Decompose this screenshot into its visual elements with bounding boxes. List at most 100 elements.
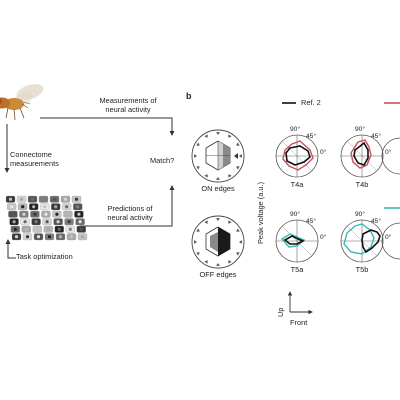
dial-tick xyxy=(228,174,232,178)
grid-cell xyxy=(7,203,17,211)
grid-cell xyxy=(53,218,63,226)
t4a-angle-45: 45° xyxy=(306,133,316,140)
network-activity-grid xyxy=(5,195,88,241)
grid-cell xyxy=(29,203,39,211)
dial-tick xyxy=(228,260,232,264)
grid-cell xyxy=(54,225,64,233)
grid-cell xyxy=(73,203,83,211)
t5a-angle-45: 45° xyxy=(306,218,316,225)
measurements-arrow xyxy=(40,117,175,136)
cell-label-t5a: T5a xyxy=(290,265,304,274)
polar-plot-t4b xyxy=(340,134,384,178)
grid-cell xyxy=(32,225,42,233)
legend-ref-label: Ref. 2 xyxy=(301,98,321,107)
grid-cell xyxy=(49,195,60,203)
stimulus-dial-on xyxy=(191,129,245,183)
task-optimization-label: Task optimization xyxy=(16,252,73,261)
grid-cell xyxy=(64,218,74,226)
t4a-angle-0: 0° xyxy=(320,149,327,156)
dial-tick xyxy=(236,142,240,146)
grid-cell xyxy=(65,225,75,233)
grid-cell xyxy=(41,210,51,218)
t5b-angle-45: 45° xyxy=(371,218,381,225)
measurements-label: Measurements of neural activity xyxy=(99,96,157,114)
t4b-angle-45: 45° xyxy=(371,133,381,140)
grid-cell xyxy=(76,225,86,233)
dial-tick xyxy=(216,177,220,180)
predictions-arrow xyxy=(80,185,175,227)
dial-tick xyxy=(196,252,200,256)
grid-cell xyxy=(75,218,85,226)
cell-label-t4a: T4a xyxy=(290,180,304,189)
t5b-angle-0: 0° xyxy=(385,234,392,241)
on-edges-label: ON edges xyxy=(201,184,235,193)
grid-cell xyxy=(63,210,73,218)
dial-tick xyxy=(216,218,220,221)
t5a-ref-trace xyxy=(283,235,305,245)
dial-tick xyxy=(196,228,200,232)
t5a-angle-0: 0° xyxy=(320,234,327,241)
t4a-ref-trace xyxy=(285,145,311,166)
legend xyxy=(282,102,400,209)
t4b-ref-trace xyxy=(353,141,369,166)
grid-cell xyxy=(71,195,82,203)
dial-tick xyxy=(239,154,242,158)
dial-tick xyxy=(196,166,200,170)
grid-cell xyxy=(11,233,22,241)
task-optimization-arrow xyxy=(5,239,16,259)
orientation-up-label: Up xyxy=(276,307,285,317)
t5b-model-trace xyxy=(343,223,375,255)
fly-illustration xyxy=(0,84,44,121)
grid-cell xyxy=(52,210,62,218)
grid-cell xyxy=(22,233,33,241)
dial-tick xyxy=(204,220,208,224)
t4b-angle-90: 90° xyxy=(355,126,365,133)
dial-tick xyxy=(204,260,208,264)
grid-cell xyxy=(66,233,77,241)
grid-cell xyxy=(5,195,16,203)
polar-plot-partial-bottom xyxy=(381,222,400,260)
grid-cell xyxy=(31,218,41,226)
dial-tick xyxy=(228,220,232,224)
t4a-angle-90: 90° xyxy=(290,126,300,133)
polar-plot-partial-top xyxy=(381,137,400,175)
grid-cell xyxy=(38,195,49,203)
grid-cell xyxy=(44,233,55,241)
dial-tick xyxy=(236,166,240,170)
grid-cell xyxy=(42,218,52,226)
grid-cell xyxy=(19,210,29,218)
grid-cell xyxy=(8,210,18,218)
orientation-front-label: Front xyxy=(290,318,308,327)
grid-cell xyxy=(40,203,50,211)
cell-label-t4b: T4b xyxy=(355,180,369,189)
grid-cell xyxy=(27,195,38,203)
t4b-model-trace xyxy=(350,139,372,169)
dial-tick xyxy=(204,174,208,178)
t4b-angle-0: 0° xyxy=(385,149,392,156)
dial-tick xyxy=(228,134,232,138)
grid-cell xyxy=(77,233,88,241)
t4a-model-trace xyxy=(282,140,314,171)
connectome-label: Connectome measurements xyxy=(10,150,59,168)
dial-tick xyxy=(236,252,240,256)
dial-tick xyxy=(194,154,197,158)
cell-label-t5b: T5b xyxy=(355,265,369,274)
dial-tick xyxy=(196,142,200,146)
polar-plot-t5b xyxy=(340,219,384,263)
t5b-ref-trace xyxy=(361,229,381,254)
polar-plot-t5a xyxy=(275,219,319,263)
dial-tick xyxy=(216,132,220,135)
grid-cell xyxy=(30,210,40,218)
grid-cell xyxy=(74,210,84,218)
grid-cell xyxy=(9,218,19,226)
dial-tick xyxy=(204,134,208,138)
grid-cell xyxy=(18,203,28,211)
off-edges-label: OFF edges xyxy=(199,270,237,279)
grid-cell xyxy=(55,233,66,241)
predictions-label: Predictions of neural activity xyxy=(107,204,153,222)
grid-cell xyxy=(33,233,44,241)
panel-letter-b: b xyxy=(186,91,192,101)
grid-cell xyxy=(43,225,53,233)
dial-tick xyxy=(239,240,242,244)
